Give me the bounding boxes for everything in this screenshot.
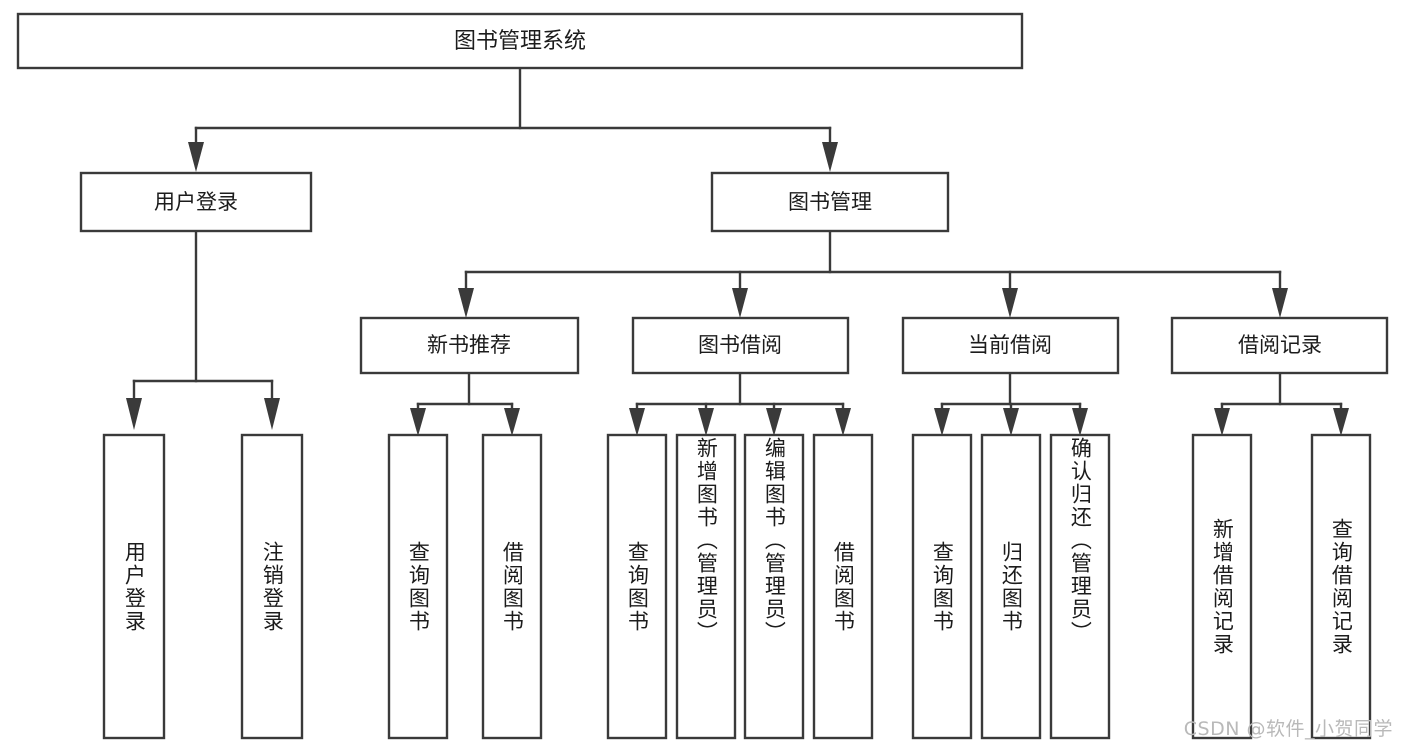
node-root-system-label: 图书管理系统 [454, 29, 586, 54]
node-leaf-logout[interactable] [240, 433, 304, 740]
node-current-borrow-label: 当前借阅 [968, 333, 1052, 357]
arrow-root-to-login [188, 142, 204, 172]
node-leaf-query-book-borrow[interactable] [606, 433, 668, 740]
node-leaf-query-borrow-record[interactable] [1310, 433, 1372, 740]
node-leaf-add-book-admin[interactable] [675, 433, 737, 740]
arrow-newbook-l2 [504, 408, 520, 436]
arrow-current-l3 [1072, 408, 1088, 436]
node-leaf-user-login[interactable] [102, 433, 166, 740]
node-new-book-recommend-label: 新书推荐 [427, 333, 511, 357]
node-book-management-label: 图书管理 [788, 190, 872, 214]
node-user-login-label: 用户登录 [154, 190, 238, 214]
node-leaf-query-book-current[interactable] [911, 433, 973, 740]
arrow-root-to-bookmgmt [822, 142, 838, 172]
arrow-borrow-l3 [766, 408, 782, 436]
connector-layer [126, 66, 1349, 436]
node-new-book-recommend[interactable] [359, 316, 580, 375]
arrow-current-l2 [1003, 408, 1019, 436]
node-book-borrow-label: 图书借阅 [698, 333, 782, 357]
arrow-bookmgmt-c1 [458, 288, 474, 318]
node-leaf-return-book[interactable] [980, 433, 1042, 740]
node-leaf-query-book-newbook[interactable] [387, 433, 449, 740]
arrow-bookmgmt-c2 [732, 288, 748, 318]
arrow-borrow-l2 [698, 408, 714, 436]
node-borrow-record-label: 借阅记录 [1238, 333, 1322, 357]
node-user-login[interactable] [79, 171, 313, 233]
node-book-management[interactable] [710, 171, 950, 233]
node-book-borrow[interactable] [631, 316, 850, 375]
node-leaf-borrow-book[interactable] [812, 433, 874, 740]
node-root-system[interactable] [16, 12, 1024, 70]
arrow-record-l1 [1214, 408, 1230, 436]
arrow-borrow-l4 [835, 408, 851, 436]
arrow-borrow-l1 [629, 408, 645, 436]
arrow-newbook-l1 [410, 408, 426, 436]
node-leaf-borrow-book-newbook[interactable] [481, 433, 543, 740]
node-leaf-edit-book-admin[interactable] [743, 433, 805, 740]
arrow-current-l1 [934, 408, 950, 436]
watermark-text: CSDN @软件_小贺同学 [1183, 718, 1393, 740]
arrow-bookmgmt-c4 [1272, 288, 1288, 318]
arrow-login-leaf2 [264, 398, 280, 430]
arrow-login-leaf1 [126, 398, 142, 430]
arrow-record-l2 [1333, 408, 1349, 436]
node-leaf-add-borrow-record[interactable] [1191, 433, 1253, 740]
node-layer: 图书管理系统 用户登录 图书管理 新书推荐 图书借阅 当前借阅 借阅记录 [16, 12, 1389, 740]
node-current-borrow[interactable] [901, 316, 1120, 375]
arrow-bookmgmt-c3 [1002, 288, 1018, 318]
node-borrow-record[interactable] [1170, 316, 1389, 375]
node-leaf-confirm-return-admin[interactable] [1049, 433, 1111, 740]
